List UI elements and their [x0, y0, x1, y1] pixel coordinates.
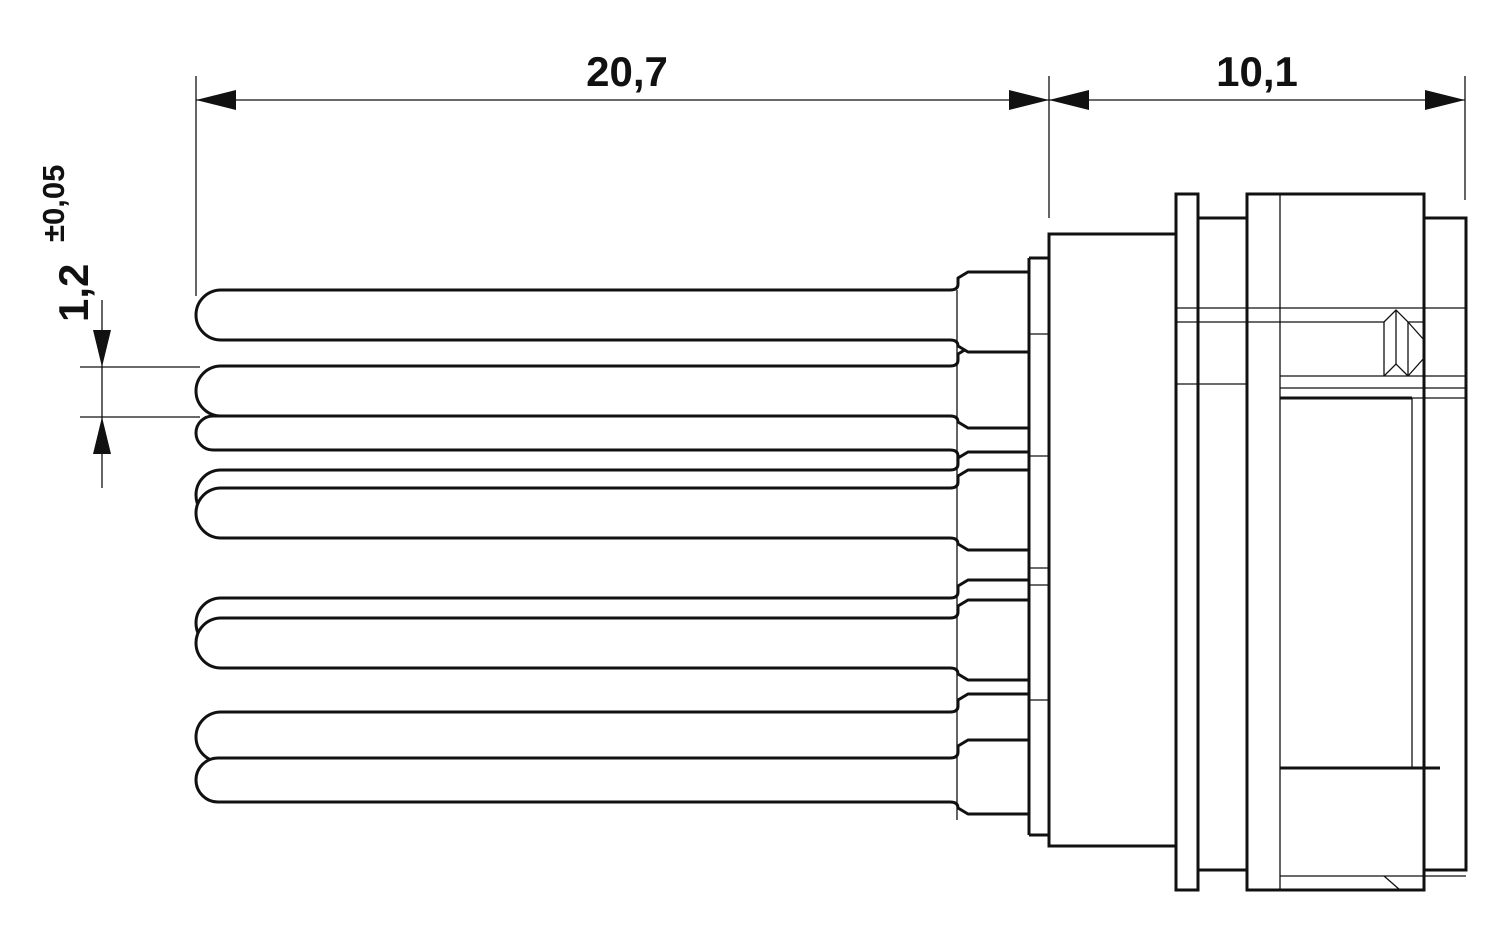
- arrowhead: [93, 417, 111, 454]
- arrowhead: [1049, 90, 1089, 110]
- connector-housing: [1047, 192, 1468, 892]
- arrowhead: [1009, 90, 1049, 110]
- dimension-tolerance: ±0,05: [36, 165, 71, 242]
- dimension-overall-length: 20,7: [195, 48, 1050, 296]
- housing-collar: [1196, 216, 1249, 872]
- latch-detail: [1383, 309, 1424, 323]
- dimension-label-20-7: 20,7: [586, 48, 668, 95]
- housing-flange: [1174, 192, 1200, 892]
- contact-pin: [194, 270, 1031, 354]
- dimension-label-1-2: 1,2: [50, 264, 97, 322]
- dimension-label-10-1: 10,1: [1216, 48, 1298, 95]
- contact-pin: [194, 346, 1031, 430]
- contact-pins: [194, 270, 1031, 816]
- pin-shoulders: [956, 256, 1049, 837]
- arrowhead: [93, 330, 111, 367]
- dimension-pin-diameter: 1,2 ±0,05: [36, 165, 200, 488]
- housing-front-sleeve: [1245, 192, 1426, 892]
- dimension-housing-length: 10,1: [1049, 48, 1466, 200]
- arrowhead: [196, 90, 236, 110]
- arrowhead: [1425, 90, 1465, 110]
- housing-front-face: [1422, 216, 1468, 872]
- housing-body: [1047, 232, 1178, 848]
